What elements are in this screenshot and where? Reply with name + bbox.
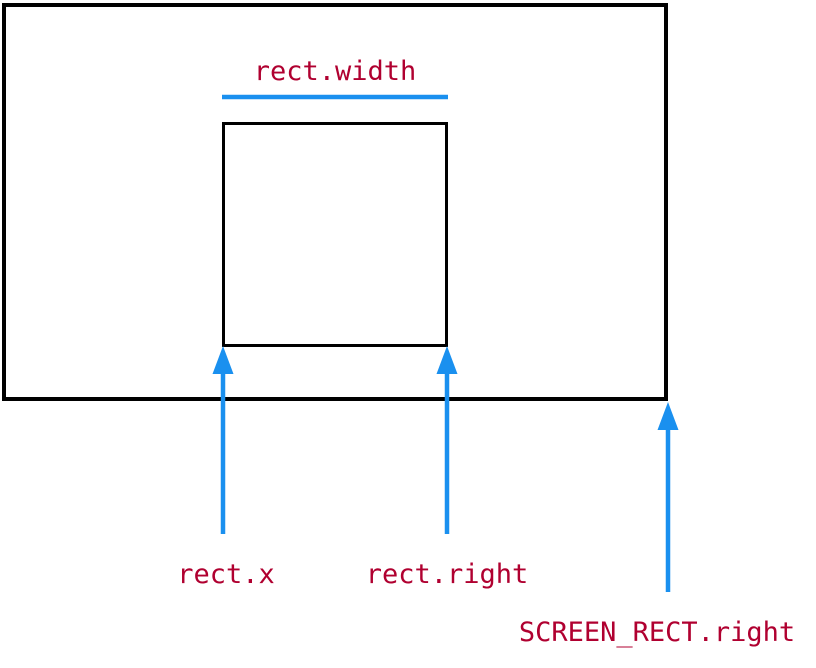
label-rect-right: rect.right	[366, 559, 529, 590]
arrow-rect-right	[436, 346, 458, 534]
label-rect-x: rect.x	[177, 559, 275, 590]
arrow-rect-right-head	[436, 346, 458, 374]
rect-outline	[222, 122, 448, 347]
label-rect-width: rect.width	[254, 56, 417, 87]
arrow-rect-x-head	[212, 346, 234, 374]
label-screen-rect-right: SCREEN_RECT.right	[519, 617, 795, 648]
arrow-screen-rect-right-head	[657, 402, 679, 430]
arrow-screen-rect-right	[657, 402, 679, 592]
arrow-rect-x	[212, 346, 234, 534]
screen-rect-outline	[2, 3, 668, 401]
